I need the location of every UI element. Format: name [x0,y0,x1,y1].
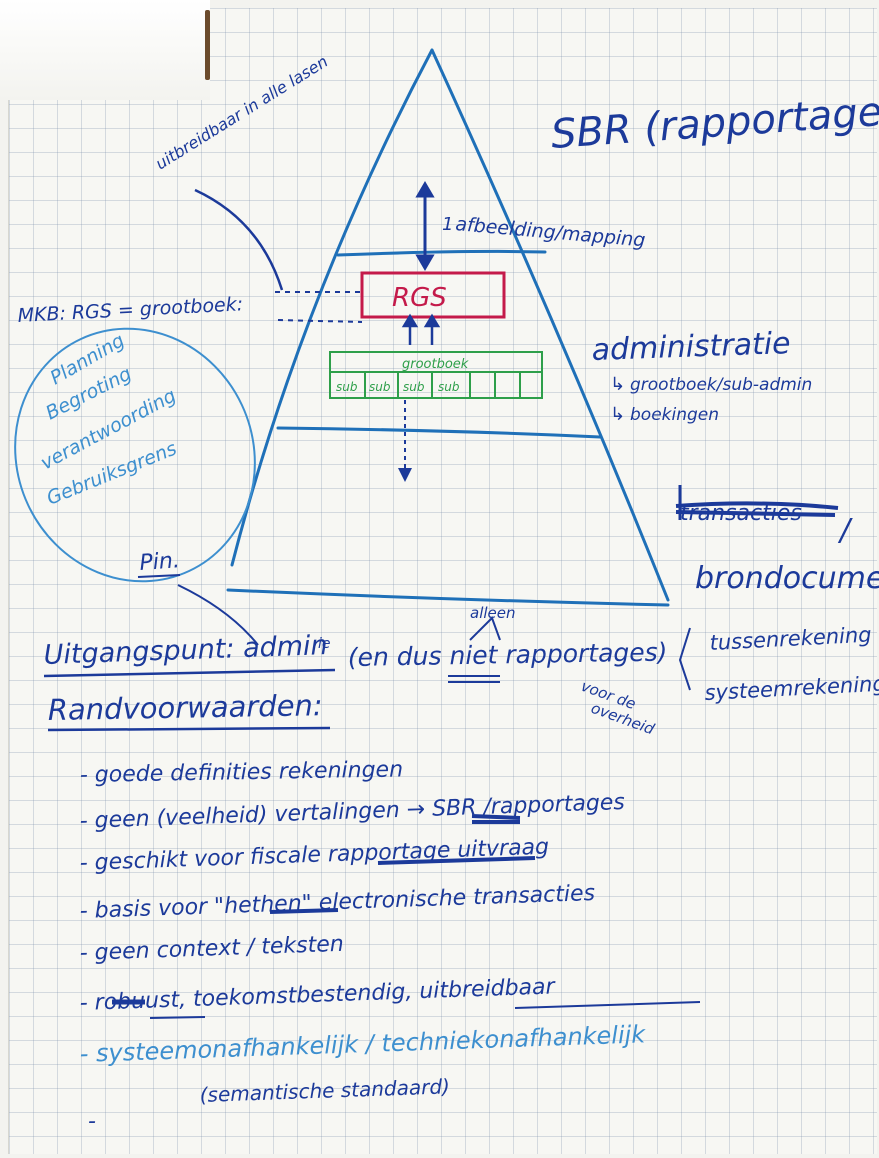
strike-scribble [675,501,839,517]
rv-underline-uitbreidbaar [514,1001,701,1009]
sub-cell-2: sub [369,380,391,394]
rgs-arrows [401,313,441,345]
admin-sub1: grootboek/sub-admin [630,375,812,395]
pyramid-mid-band [276,426,602,439]
rv-item-6: - robuust, toekomstbestendig, uitbreidba… [79,974,557,1016]
uitgangspunt-paren: (en dus niet rapportages) [348,637,668,672]
admin-sub2-arrow: ↳ [610,404,625,425]
bubble-lines: Planning Begroting verantwoording Gebrui… [37,329,180,509]
rv-strike-2 [377,856,536,865]
bubble-label: Pin. [139,548,181,576]
slash-mark: / [837,513,853,548]
sub-cell-1: sub [336,380,358,394]
uitgangspunt-superscript: ie [318,636,331,652]
mapping-number: 1 [442,214,453,235]
tussenrekening-label: tussenrekening [709,623,872,655]
rv-strike-1 [471,814,521,824]
pyramid [226,48,670,607]
top-annotation: uitbreidbaar in alle lasen [152,52,331,174]
mkb-link-dotted [275,291,363,323]
rv-item-9: - [88,1109,96,1134]
randvoorwaarden-list: - goede definities rekeningen - geen (ve… [79,757,647,1134]
blank-corner [0,0,210,100]
bubble-ellipse [14,327,256,583]
down-arrow [398,400,412,482]
admin-sub2: boekingen [630,405,719,425]
admin-label: administratie [591,326,791,368]
bron-label: brondocument [695,561,879,596]
niet-underline [448,675,500,683]
rv-item-4: - basis voor "hethen" electronische tran… [79,881,595,924]
mapping-arrow [415,181,435,271]
rv-item-3: - geschikt voor fiscale rapportage uitvr… [79,835,549,876]
graph-paper-sheet [8,8,877,1154]
mkb-label: MKB: RGS = grootboek: [17,293,244,327]
randvoorwaarden-underline [47,726,331,732]
pyramid-base-line [226,588,670,607]
rv-item-5: - geen context / teksten [79,932,344,966]
rv-underline-robuust [149,1016,206,1019]
rv-item-2: - geen (veelheid) vertalingen → SBR /rap… [79,790,625,834]
bubble-tail [177,584,259,646]
page-title: SBR (rapportages) [549,86,879,158]
rv-item-8: (semantische standaard) [199,1074,450,1107]
alleen-label: alleen [470,604,516,622]
rgs-label: RGS [392,283,447,313]
bubble-label-underline [137,574,181,578]
mapping-label: afbeelding/mapping [455,213,647,252]
sub-cell-4: sub [438,380,460,394]
sub-cell-3: sub [403,380,425,394]
brace [678,627,691,691]
systeemrekening-label: systeemrekening [704,672,879,705]
pyramid-top-band [336,249,547,257]
grootboek-label: grootboek [402,357,469,372]
uitgangspunt-label: Uitgangspunt: admin [43,630,328,671]
admin-sub1-arrow: ↳ [610,374,625,395]
top-annotation-arrow [194,188,284,291]
rv-item-1: - goede definities rekeningen [80,757,404,788]
rv-item-7: - systeemonafhankelijk / techniekonafhan… [79,1020,647,1068]
randvoorwaarden-heading: Randvoorwaarden: [48,688,323,727]
grootboek-table [329,351,543,399]
rv-strike-3 [269,908,339,914]
alleen-caret [469,616,501,641]
uitgangspunt-underline [43,668,336,678]
paper-edge-mark [205,10,210,80]
